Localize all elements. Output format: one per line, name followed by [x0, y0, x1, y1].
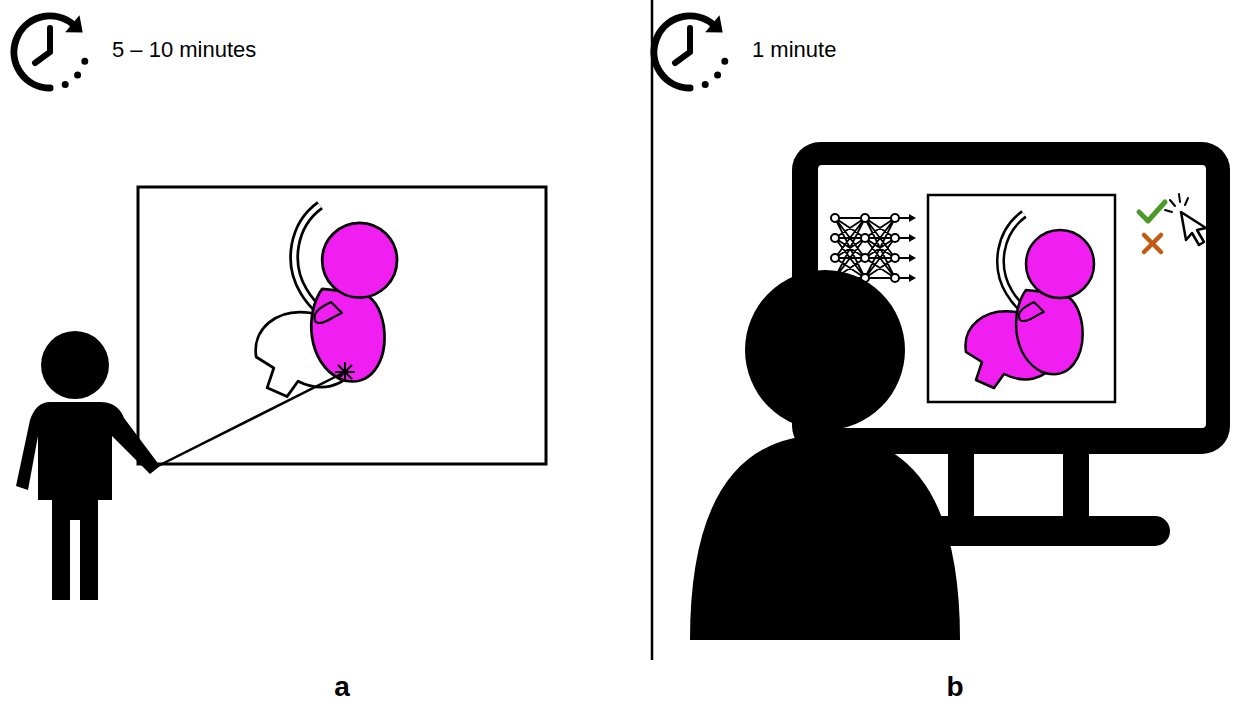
- panel-divider: [651, 0, 654, 660]
- clock-icon: [654, 16, 727, 88]
- duration-label: 1 minute: [752, 37, 836, 63]
- clock-arc: [14, 16, 73, 88]
- fetus-arm: [314, 302, 342, 323]
- clock-dot: [63, 82, 68, 87]
- mouse-cursor: [1181, 212, 1206, 245]
- duration-label: 5 – 10 minutes: [112, 37, 256, 63]
- clock-arrow: [707, 18, 721, 32]
- monitor-stand: [948, 450, 974, 522]
- clock-dot: [715, 73, 720, 78]
- clock-dot: [722, 59, 727, 64]
- panel-letter: b: [946, 670, 963, 704]
- clock-dot: [703, 82, 708, 87]
- pointer-star: [335, 362, 355, 382]
- clock-dot: [75, 73, 80, 78]
- clock-arc: [654, 16, 713, 88]
- clock-dot: [82, 59, 87, 64]
- person-shoulders: [690, 435, 960, 640]
- person-head: [41, 331, 109, 399]
- fetus-torso: [311, 289, 384, 382]
- clock-icon: [14, 16, 87, 88]
- person-head: [745, 270, 905, 430]
- image-frame: [928, 195, 1115, 402]
- panel-letter: a: [334, 670, 350, 704]
- neural-network-icon: [831, 214, 916, 282]
- person-body: [16, 402, 160, 600]
- click-sparkle: [1165, 194, 1188, 212]
- projection-screen: [138, 187, 546, 464]
- clock-arrow: [67, 18, 81, 32]
- fetus-torso: [1016, 290, 1083, 374]
- clock-hands: [675, 28, 690, 63]
- clock-hands: [35, 28, 50, 63]
- network-links: [835, 218, 912, 278]
- fetus-head: [1026, 230, 1094, 298]
- monitor-stand: [1063, 450, 1089, 522]
- fetus-segmented: [966, 214, 1094, 388]
- fetus-partial: [256, 205, 397, 396]
- reject-cross: [1144, 235, 1161, 252]
- pointer-stick: [158, 372, 345, 466]
- fetus-head: [322, 223, 397, 298]
- fetus-arm: [1019, 302, 1044, 321]
- network-arrows: [909, 214, 916, 282]
- accept-check: [1139, 202, 1165, 221]
